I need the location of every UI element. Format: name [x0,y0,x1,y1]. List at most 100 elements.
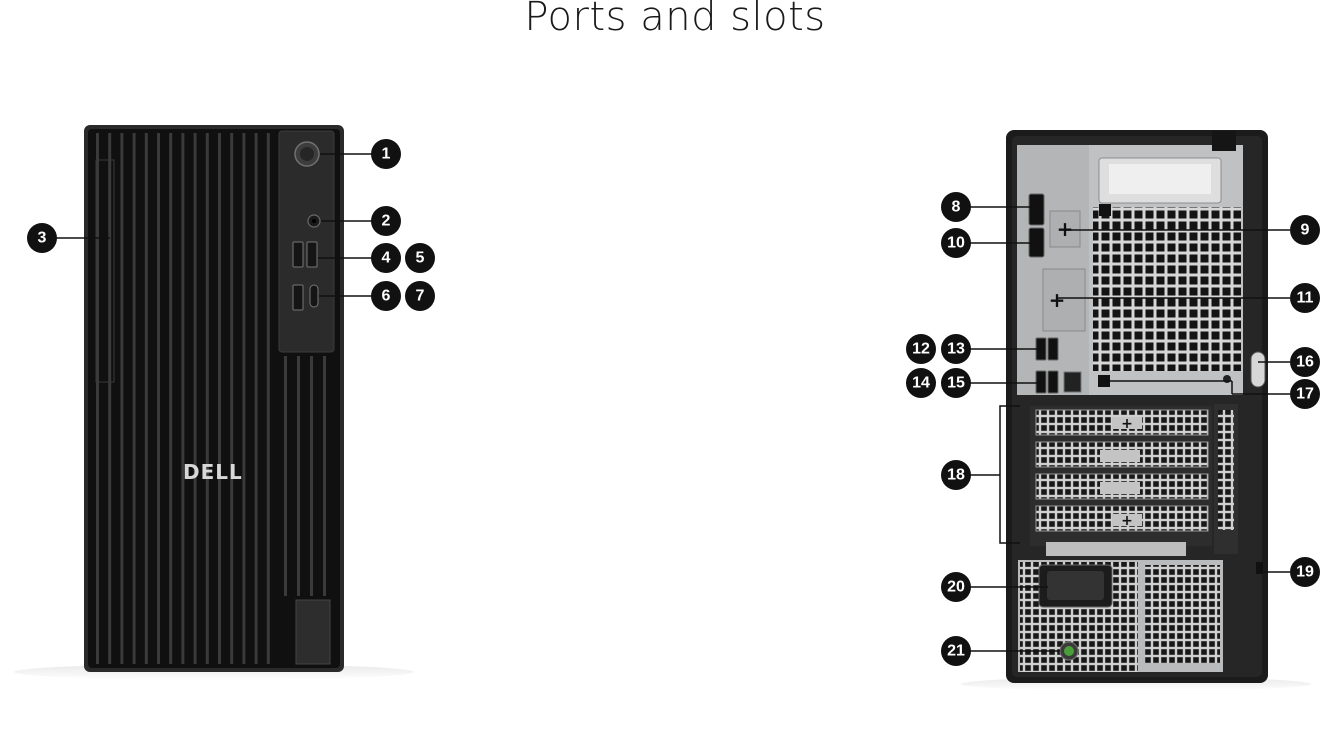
displayport-1[interactable] [1028,193,1045,226]
rear-screw [1223,375,1231,383]
optional-port-plus-icon: + [1057,217,1074,241]
grille-rib [230,133,234,664]
grille-rib [157,133,160,664]
grille-rib [242,133,246,664]
front-usb-c-port[interactable] [309,284,319,308]
rj45-ethernet-port[interactable] [1063,371,1082,393]
rear-usb-port-3[interactable] [1035,370,1047,394]
rear-usb-port-2[interactable] [1047,337,1059,361]
grille-rib [266,133,270,664]
psu-diagnostic-light [1064,646,1074,656]
grille-rib [205,133,209,664]
slot-4-cover [1112,514,1142,526]
callout-1-label: 1 [382,146,391,163]
optical-drive-bay [95,159,115,383]
slot-1-cover [1112,417,1142,429]
dell-logo: DELL [183,460,243,484]
callout-9-label: 9 [1301,222,1310,239]
callout-11: 11 [1290,283,1320,313]
callout-12-label: 12 [912,341,930,358]
grille-rib [96,133,99,664]
front-bezel [88,129,340,668]
callout-13-label: 13 [947,341,965,358]
callout-18: 18 [941,460,971,490]
grille-rib [254,133,258,664]
grille-rib [218,133,221,664]
padlock-ring[interactable] [1250,351,1266,388]
slot-3-cover [1100,482,1140,494]
callout-21-label: 21 [947,643,965,660]
callout-11-label: 11 [1297,290,1314,307]
callout-19-label: 19 [1296,564,1314,581]
cage-bottom-rail [1046,542,1186,556]
callout-7-label: 7 [416,288,425,305]
slot-1-plus-icon: + [1121,416,1133,432]
page-title: Ports and slots [524,0,826,40]
callout-3: 3 [27,223,57,253]
callout-14-label: 14 [912,375,930,392]
front-usb-a-port-3[interactable] [292,284,304,311]
callout-10: 10 [941,228,971,258]
callout-17: 17 [1290,379,1320,409]
handle-bracket-inner [1109,164,1211,194]
expansion-slot-2[interactable] [1035,441,1209,468]
callout-12: 12 [906,334,936,364]
front-usb-a-port-1[interactable] [292,241,304,268]
front-usb-a-port-2[interactable] [306,241,318,268]
security-cable-slot[interactable] [1256,562,1263,574]
slot-4-plus-icon: + [1121,513,1133,529]
callout-8: 8 [941,192,971,222]
callout-2: 2 [371,206,401,236]
front-grille [96,133,326,664]
grille-rib [284,356,287,596]
grille-rib [169,133,173,664]
slot-2-cover [1100,450,1140,462]
callout-9: 9 [1290,215,1320,245]
callout-6-label: 6 [382,288,391,305]
callout-8-label: 8 [952,199,961,216]
side-vent-strip [1218,410,1234,530]
grille-rib [108,133,112,664]
grille-rib [193,133,197,664]
rear-latch [1099,204,1111,216]
front-view: DELL [14,125,414,680]
callout-1: 1 [371,139,401,169]
rear-view: + + + + [961,130,1311,691]
callout-markers: 1 2 3 4 5 6 7 8 [27,139,1320,666]
callout-5-label: 5 [416,250,425,267]
grille-rib [132,133,136,664]
grille-rib [144,133,148,664]
callout-20: 20 [941,572,971,602]
optional-io-plus-icon: + [1049,288,1066,312]
callout-16-label: 16 [1296,354,1314,371]
callout-18-label: 18 [947,467,965,484]
callout-6: 6 [371,281,401,311]
callout-15: 15 [941,368,971,398]
callout-5: 5 [405,243,435,273]
psu-vent [1145,565,1220,663]
power-icon [300,147,314,161]
expansion-card-slots: + + [1030,404,1238,556]
callout-19: 19 [1290,557,1320,587]
rear-usb-port-4[interactable] [1047,370,1059,394]
callout-7: 7 [405,281,435,311]
front-bottom-vent [295,599,331,665]
grille-rib [297,356,300,596]
callout-4-label: 4 [382,250,391,267]
headset-jack-hole [312,219,316,223]
callout-21: 21 [941,636,971,666]
front-leader-lines [55,153,373,297]
callout-14: 14 [906,368,936,398]
grille-rib [181,133,185,664]
callout-17-label: 17 [1296,386,1314,403]
callout-2-label: 2 [382,213,391,230]
power-connector-socket [1047,571,1104,600]
callout-16: 16 [1290,347,1320,377]
grille-rib [323,356,326,596]
top-latch [1212,131,1236,151]
callout-13: 13 [941,334,971,364]
callout-3-label: 3 [38,230,47,247]
callout-4: 4 [371,243,401,273]
optional-video-port-cover [1049,210,1081,248]
